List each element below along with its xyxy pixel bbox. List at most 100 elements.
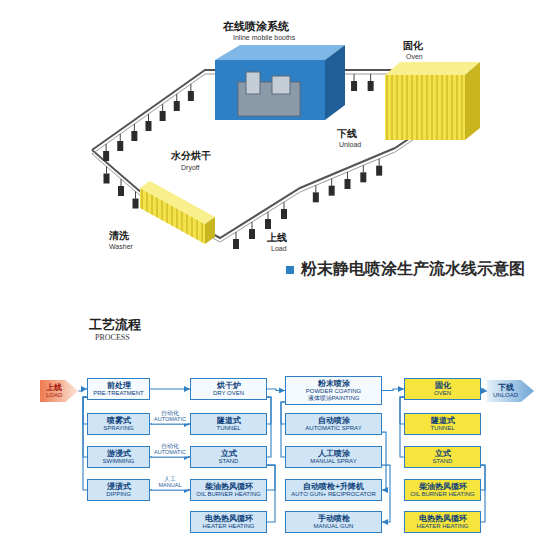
part-label: 在线喷涂系统 (222, 20, 290, 32)
connector (481, 465, 485, 522)
option-box: 柴油热风循环OIL BURNER HEATING (404, 479, 481, 501)
hanging-part (368, 74, 374, 91)
hanging-part (174, 94, 180, 111)
option-box: 人工喷涂MANUAL SPRAY (285, 446, 382, 468)
part-label: 上线 (266, 232, 288, 243)
part-label: Dryoff (180, 164, 201, 172)
connector (83, 397, 87, 490)
node-text: SPRAYING (93, 425, 144, 432)
hanging-part (188, 84, 194, 101)
booth-machinery (246, 72, 260, 94)
part-label: Washer (108, 243, 134, 251)
hanging-part (376, 159, 382, 176)
node-text: 下线 (493, 383, 518, 392)
node-text: 柴油热风循环 (196, 482, 261, 491)
node-text: 隧道式 (410, 416, 475, 425)
stage-box: 粉末喷涂POWDER COATING液体喷涂PAINTING (285, 376, 382, 405)
node-text: 液体喷涂PAINTING (291, 395, 376, 402)
node-text: 游浸式 (93, 449, 144, 458)
connector (481, 465, 485, 490)
connector (267, 397, 271, 424)
node-text: MANUAL SPRAY (291, 458, 376, 465)
node-text: STAND (410, 458, 475, 465)
connector (150, 388, 190, 389)
hanging-part (103, 144, 109, 161)
node-text: AUTO GUN+ RECIPROCATOR (291, 491, 376, 498)
node-text: UNLOAD (493, 392, 518, 399)
node-text: OVEN (410, 390, 475, 397)
connector (267, 389, 285, 390)
hanging-part (160, 104, 166, 121)
hanging-part (118, 179, 124, 196)
hanging-part (146, 114, 152, 131)
arrow-shape (487, 380, 534, 402)
part-label: 水分烘干 (170, 150, 212, 161)
node-text: TUNNEL (196, 425, 261, 432)
option-box: 立式STAND (404, 446, 481, 468)
node-text: OIL BURNER HEATING (196, 491, 261, 498)
connector (481, 389, 487, 391)
hanging-part (249, 222, 255, 239)
node-text: OIL BURNER HEATING (410, 491, 475, 498)
node-text: STAND (196, 458, 261, 465)
hanging-part (351, 74, 357, 91)
washer-tunnel (140, 181, 215, 224)
node-text: 立式 (196, 449, 261, 458)
hanging-part (117, 134, 123, 151)
stage-box: 烘干炉DRY OVEN (190, 378, 267, 400)
option-box: 立式STAND (190, 446, 267, 468)
hanging-part (104, 167, 110, 184)
node-text: HEATER HEATING (196, 523, 261, 530)
spray-booth (325, 45, 345, 120)
connector-label: 自动化 AUTOMATIC (152, 445, 188, 457)
node-text: 人工喷涂 (291, 449, 376, 458)
hanging-part (345, 172, 351, 189)
connector (267, 397, 271, 457)
node-text: 立式 (410, 449, 475, 458)
option-box: 电热热风循环HEATER HEATING (190, 511, 267, 533)
hanging-part (233, 232, 239, 249)
option-box: 喷雾式SPRAYING (87, 413, 150, 435)
node-text: LOAD (46, 392, 62, 399)
section-heading: PROCESS (94, 334, 131, 343)
hanging-part (133, 192, 139, 209)
connector (382, 432, 386, 490)
spray-booth (215, 60, 325, 120)
connector (150, 423, 190, 425)
part-label: Oven (405, 53, 424, 61)
node-text: 上线 (46, 383, 62, 392)
option-box: 柴油热风循环OIL BURNER HEATING (190, 479, 267, 501)
stage-box: 前处理PRE-TREATMENT (87, 378, 150, 400)
node-text: DRY OVEN (196, 390, 261, 397)
node-text: DIPPING (93, 491, 144, 498)
node-text: 粉末喷涂 (291, 379, 376, 388)
section-heading: 工艺流程 (88, 318, 142, 332)
load-arrow: 上线LOAD (40, 380, 78, 402)
option-box: 浸渍式DIPPING (87, 479, 150, 501)
node-text: 电热热风循环 (196, 514, 261, 523)
node-text: AUTOMATIC SPRAY (291, 425, 376, 432)
connector (150, 456, 190, 458)
node-text: PRE-TREATMENT (93, 390, 144, 397)
node-text: 柴油热风循环 (410, 482, 475, 491)
option-box: 隧道式TUNNEL (404, 413, 481, 435)
node-text: 固化 (410, 381, 475, 390)
curing-oven (385, 75, 465, 140)
booth-machinery (272, 76, 290, 94)
node-text: 前处理 (93, 381, 144, 390)
part-label: 下线 (336, 128, 358, 139)
washer-tunnel (205, 217, 215, 244)
part-label: 固化 (402, 40, 424, 51)
option-box: 自动喷涂AUTOMATIC SPRAY (285, 413, 382, 435)
node-text: 手动喷枪 (291, 514, 376, 523)
connector (78, 389, 87, 391)
hanging-part (329, 179, 335, 196)
connector (382, 389, 404, 390)
connector (382, 465, 390, 522)
node-text: 隧道式 (196, 416, 261, 425)
node-text: SWIMMING (93, 458, 144, 465)
arrow-shape (40, 380, 78, 402)
curing-oven (385, 62, 480, 75)
